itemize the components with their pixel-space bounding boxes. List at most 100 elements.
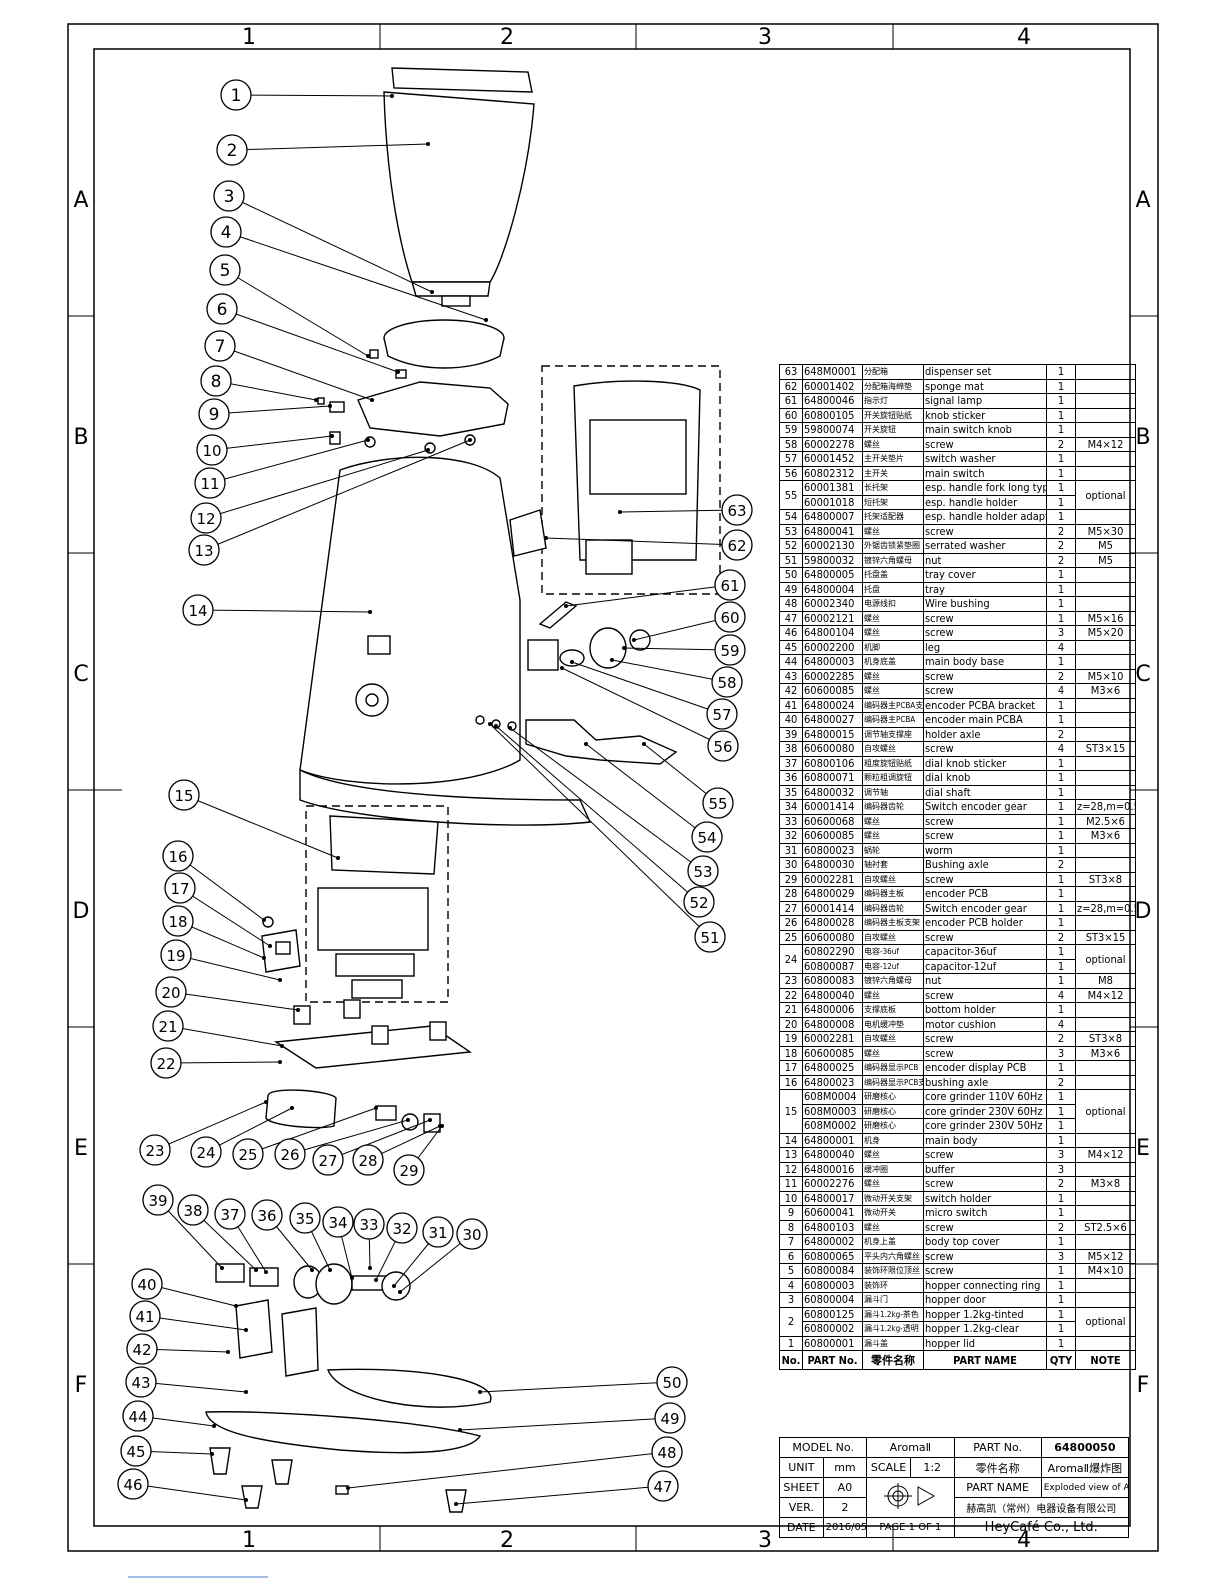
bom-no: 15 <box>779 1089 803 1134</box>
callout-number: 18 <box>168 913 187 931</box>
bom-note: M5×20 <box>1075 625 1136 641</box>
dispenser-window <box>589 419 687 495</box>
row-label-b: B <box>73 425 88 450</box>
bom-part-name: encoder PCBA bracket <box>923 697 1047 713</box>
bom-qty: 1 <box>1046 610 1076 626</box>
switch-washer-part <box>559 649 585 667</box>
callout-18: 18 <box>162 905 266 960</box>
callout-leader <box>231 143 429 151</box>
grinder-top-part <box>329 815 439 875</box>
callout-dot <box>564 604 568 608</box>
callout-dot <box>278 1060 282 1064</box>
bom-part-no: 60800084 <box>802 1263 863 1279</box>
callout-circle <box>706 698 738 730</box>
callout-2: 2 <box>216 134 430 166</box>
bom-part-no: 60800071 <box>802 770 863 786</box>
callout-dot <box>328 1268 332 1272</box>
callout-circle <box>125 1366 157 1398</box>
bom-note: optional <box>1075 480 1136 510</box>
part-value: 64800050 <box>1040 1437 1130 1458</box>
bom-name-cn: 分配箱 <box>862 364 924 380</box>
callout-dot <box>368 1266 372 1270</box>
callout-number: 4 <box>221 223 232 243</box>
bom-part-name: tray cover <box>923 567 1047 583</box>
callout-leader <box>611 659 728 683</box>
bom-part-no: 60800004 <box>802 1292 863 1308</box>
bom-part-name: main switch knob <box>923 422 1047 438</box>
callout-circle <box>714 601 746 633</box>
bom-no: 26 <box>779 915 803 931</box>
callout-number: 25 <box>238 1146 257 1164</box>
bom-part-no: 64800027 <box>802 712 863 728</box>
bom-note: M5×10 <box>1075 668 1136 684</box>
bom-name-cn: 编码器主板 <box>862 886 924 902</box>
callout-17: 17 <box>164 872 272 948</box>
bom-no: 2 <box>779 1306 803 1337</box>
callout-circle <box>196 434 228 466</box>
bom-no: 29 <box>779 871 803 887</box>
bom-name-cn: 漏斗1.2kg-茶色 <box>862 1306 924 1322</box>
callout-number: 16 <box>168 848 187 866</box>
row-label-e-right: E <box>1136 1136 1150 1161</box>
callout-circle <box>274 1138 306 1170</box>
callout-6: 6 <box>206 293 400 374</box>
projection-symbol-icon <box>884 1483 936 1509</box>
bom-qty: 1 <box>1046 828 1076 844</box>
callout-14: 14 <box>182 594 372 626</box>
bom-qty: 1 <box>1046 378 1076 394</box>
bom-no: 55 <box>779 480 803 510</box>
bom-part-name: holder axle <box>923 726 1047 742</box>
bom-part-no: 64800030 <box>802 857 863 873</box>
bom-no: 34 <box>779 799 803 815</box>
bom-no: 4 <box>779 1277 803 1293</box>
callout-number: 45 <box>126 1443 145 1461</box>
bom-qty: 1 <box>1046 755 1076 771</box>
dispenser-dashed-box <box>541 365 721 595</box>
callout-leader <box>144 1315 247 1331</box>
bom-part-no: 60001018 <box>802 494 863 510</box>
bom-name-cn: 螺丝 <box>862 1219 924 1235</box>
bom-part-no: 64800008 <box>802 1016 863 1032</box>
bom-note <box>1075 393 1136 409</box>
bom-no: 33 <box>779 813 803 829</box>
bom-part-no: 60800105 <box>802 407 863 423</box>
row-label-e: E <box>74 1136 88 1161</box>
bom-qty: 4 <box>1046 683 1076 699</box>
bom-note: ST3×8 <box>1075 871 1136 887</box>
callout-3: 3 <box>213 180 434 294</box>
bom-name-cn: 缓冲圈 <box>862 1161 924 1177</box>
bom-note <box>1075 842 1136 858</box>
bom-qty: 1 <box>1046 799 1076 815</box>
callout-circle <box>162 840 194 872</box>
row-label-f: F <box>75 1373 88 1398</box>
bom-note <box>1075 784 1136 800</box>
bom-no: 41 <box>779 697 803 713</box>
callout-56: 56 <box>560 666 739 762</box>
bom-name-cn: 分配箱海绵垫 <box>862 378 924 394</box>
callout-dot <box>488 722 492 726</box>
callout-dot <box>280 1044 284 1048</box>
bom-name-cn: 编码器主PCBA支架 <box>862 697 924 713</box>
bom-part-no: 60800023 <box>802 842 863 858</box>
bom-qty: 1 <box>1046 1292 1076 1308</box>
callout-20: 20 <box>155 976 300 1012</box>
bom-qty: 2 <box>1046 523 1076 539</box>
callout-leader <box>327 1119 431 1161</box>
bom-header-note: NOTE <box>1075 1350 1136 1370</box>
bom-note <box>1075 407 1136 423</box>
callout-15: 15 <box>168 779 340 860</box>
bom-no: 52 <box>779 538 803 554</box>
bom-qty: 2 <box>1046 1031 1076 1047</box>
callout-19: 19 <box>160 939 282 982</box>
bom-part-no: 60600085 <box>802 1045 863 1061</box>
callout-leader <box>289 1119 409 1155</box>
callout-leader <box>228 195 433 293</box>
bom-no: 18 <box>779 1045 803 1061</box>
